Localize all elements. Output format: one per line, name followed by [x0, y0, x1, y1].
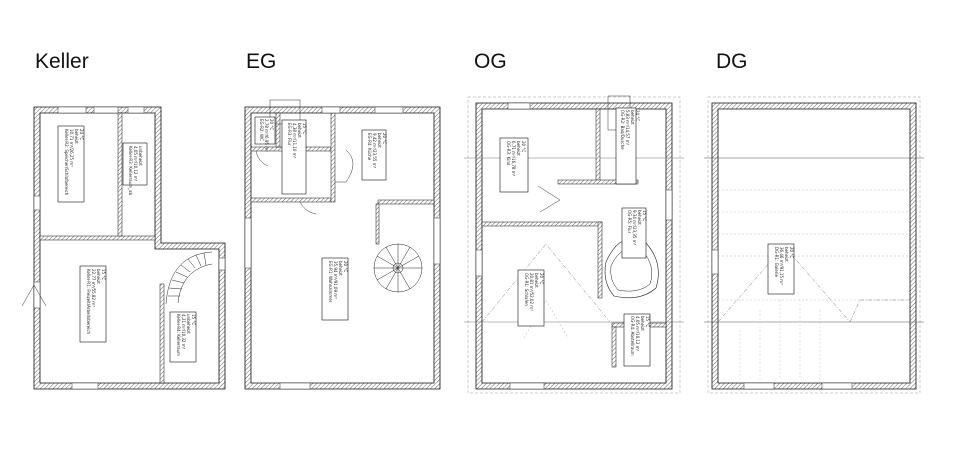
room-name: DG-R1: Galerie — [774, 247, 779, 277]
room-name: Keller-R3: Kellerraum_ab — [128, 146, 133, 195]
room-temp: 20 °C — [539, 273, 544, 284]
stair-keller — [165, 251, 213, 305]
room-status: beheizt — [534, 273, 539, 288]
plan-og: OG-R2: Bad/Dusche 5,83 m²/14,57 m³ behei… — [464, 95, 684, 394]
room-area: 5,83 m²/14,57 m³ — [625, 110, 630, 146]
room-label-og-r5: OG-R5: Flur 9,34 m²/23,35 m³ beheizt 15 … — [621, 207, 647, 259]
room-status: unbeheizt — [186, 314, 191, 334]
room-label-eg-r3: EG-R3: Flur 4,38 m²/11,10 m³ beheizt 15 … — [281, 119, 307, 195]
room-name: EG-R1: Wohnzimmer — [328, 261, 333, 303]
room-status: beheizt — [74, 129, 79, 144]
room-temp: 15 °C — [645, 316, 650, 327]
room-area: 10,71 m²/26,25 m³ — [69, 129, 74, 167]
room-status: beheizt — [297, 123, 302, 138]
room-area: 22,77 m²/55,82 m³ — [91, 269, 96, 307]
room-label-eg-r2: EG-R2: WC 2,78 m²/6,95 m³ 20 °C — [254, 116, 276, 152]
room-label-og-r4: OG-R4: Abstellraum 4,05 m²/10,12 m³ behe… — [623, 313, 651, 367]
room-area: 6,71 m²/16,78 m³ — [511, 141, 516, 177]
room-label-eg-r4: EG-R4: Küche 9,42 m²/23,55 m³ beheizt 20… — [361, 129, 387, 181]
room-status: beheizt — [637, 210, 642, 225]
plan-keller: Keller-R2: Speicher/Schlafbereich 10,71 … — [21, 106, 226, 390]
room-label-eg-r1: EG-R1: Wohnzimmer 35,94 m²/91,09 m³ behe… — [321, 257, 349, 321]
room-area: 35,94 m²/91,09 m³ — [333, 261, 338, 299]
room-label-keller-r1: Keller-R1: Freizeit/Arbeitsbereich 22,77… — [79, 265, 107, 343]
room-area: 4,05 m²/10,12 m³ — [133, 146, 138, 182]
room-area: 4,05 m²/10,12 m³ — [635, 316, 640, 352]
room-area: 20,81 m²/52,02 m³ — [529, 273, 534, 311]
room-status: unbeheizt — [138, 146, 143, 166]
room-area: 9,34 m²/23,35 m³ — [632, 210, 637, 246]
room-temp: 15 °C — [191, 314, 196, 325]
room-name: Keller-R2: Speicher/Schlafbereich — [64, 129, 69, 196]
room-temp: 20 °C — [269, 119, 274, 130]
room-temp: 20 °C — [343, 261, 348, 272]
room-status: beheizt — [96, 269, 101, 284]
room-temp: 15 °C — [302, 123, 307, 134]
room-name: EG-R3: Flur — [287, 123, 292, 146]
room-area: 9,42 m²/23,55 m³ — [372, 133, 377, 169]
room-name: EG-R2: WC — [259, 119, 264, 141]
room-label-og-r3: OG-R3: Kind 6,71 m²/16,78 m³ beheizt 20 … — [499, 137, 529, 193]
plan-title-keller: Keller — [35, 50, 89, 73]
plan-dg: DG-R1: Galerie 36,46 m²/91,15 m³ beheizt… — [704, 96, 924, 394]
room-status: beheizt — [338, 261, 343, 276]
room-label-dg-r1: DG-R1: Galerie 36,46 m²/91,15 m³ beheizt… — [767, 243, 795, 295]
room-temp: 24 °C — [635, 110, 640, 121]
room-area: 2,78 m²/6,95 m³ — [264, 119, 269, 152]
room-name: EG-R4: Küche — [367, 133, 372, 161]
plan-eg: EG-R2: WC 2,78 m²/6,95 m³ 20 °C EG-R3: F… — [244, 99, 441, 390]
room-temp: 15 °C — [642, 210, 647, 221]
room-label-keller-r3: Keller-R3: Kellerraum_ab 4,05 m²/10,12 m… — [122, 142, 148, 195]
room-label-keller-r4: Keller-R4: Kellerraum 4,21 m²/10,32 m³ u… — [169, 311, 197, 363]
room-name: OG-R2: Bad/Dusche — [620, 110, 625, 150]
room-status: beheizt — [630, 110, 635, 125]
room-temp: 15 °C — [101, 269, 106, 280]
room-label-og-r1: OG-R1: Schlafen 20,81 m²/52,02 m³ beheiz… — [517, 269, 545, 327]
stair-eg — [373, 243, 423, 293]
room-label-og-r2: OG-R2: Bad/Dusche 5,83 m²/14,57 m³ behei… — [615, 107, 640, 185]
room-temp: 20 °C — [382, 133, 387, 144]
room-name: Keller-R4: Kellerraum — [176, 314, 181, 356]
room-name: OG-R5: Flur — [627, 210, 632, 234]
room-status: beheizt — [784, 247, 789, 262]
room-temp: 24 °C — [79, 129, 84, 140]
room-area: 4,21 m²/10,32 m³ — [181, 314, 186, 350]
room-area: 36,46 m²/91,15 m³ — [779, 247, 784, 285]
room-status: beheizt — [640, 316, 645, 331]
room-status: beheizt — [377, 133, 382, 148]
room-name: Keller-R1: Freizeit/Arbeitsbereich — [86, 269, 91, 335]
plan-title-dg: DG — [716, 50, 748, 73]
room-label-keller-r2: Keller-R2: Speicher/Schlafbereich 10,71 … — [57, 125, 85, 203]
room-temp: 20 °C — [789, 247, 794, 258]
room-temp: 20 °C — [521, 141, 526, 152]
room-status: beheizt — [516, 141, 521, 156]
room-name: OG-R3: Kind — [506, 141, 511, 166]
plan-title-og: OG — [474, 50, 507, 73]
room-area: 4,38 m²/11,10 m³ — [292, 123, 297, 159]
room-name: OG-R1: Schlafen — [524, 273, 529, 306]
plan-title-eg: EG — [246, 50, 277, 73]
room-name: OG-R4: Abstellraum — [630, 316, 635, 356]
